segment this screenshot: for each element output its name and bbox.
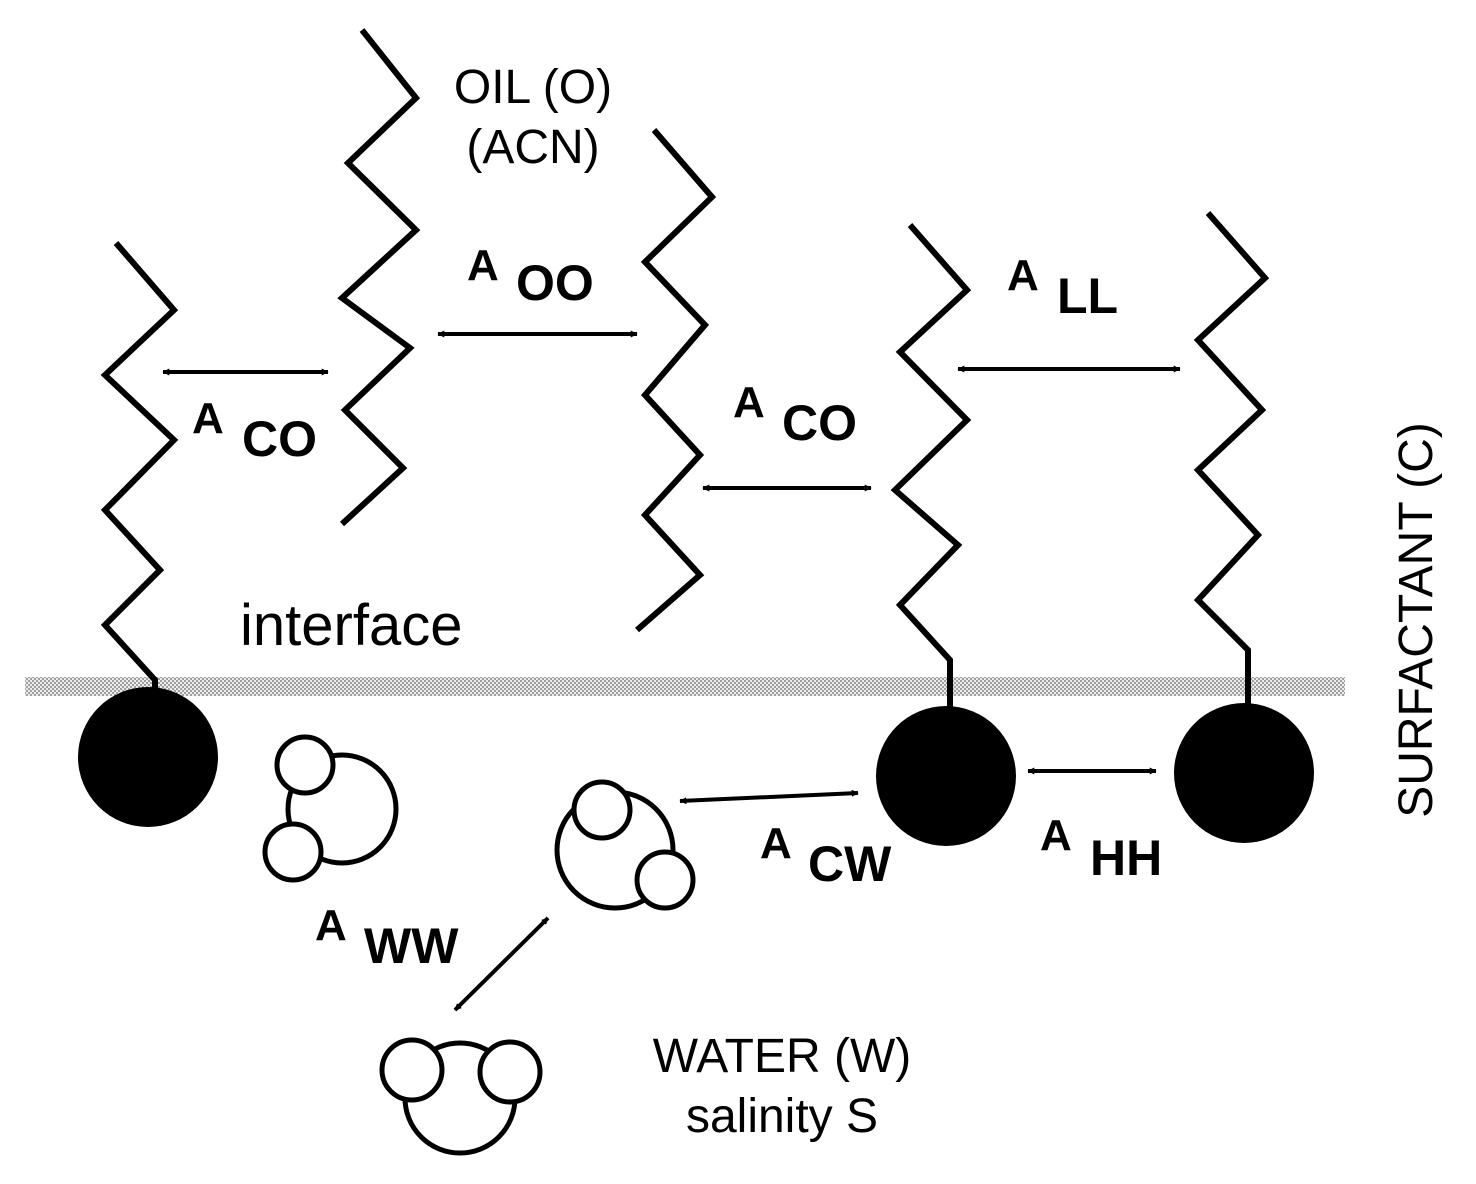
surfactant-head-1: [78, 687, 218, 827]
interface-label: interface: [240, 593, 462, 658]
svg-text:A: A: [467, 241, 499, 290]
oil-chain-right: [635, 128, 717, 633]
svg-text:HH: HH: [1090, 830, 1162, 886]
water-molecule-1: [262, 734, 399, 883]
svg-text:A: A: [1007, 251, 1039, 300]
arrow-aww: [453, 916, 550, 1012]
water-molecule-2: [554, 779, 696, 911]
interface-band: [25, 677, 1345, 696]
label-aco-right: A CO: [733, 378, 857, 451]
svg-text:CW: CW: [808, 836, 892, 892]
oil-chain-left: [337, 28, 421, 527]
salinity-label: salinity S: [686, 1090, 878, 1143]
surfactant-tail-1: [100, 241, 179, 692]
svg-text:CO: CO: [782, 395, 857, 451]
surfactant-head-2: [876, 706, 1016, 846]
water-label: WATER (W): [653, 1030, 912, 1083]
svg-text:CO: CO: [242, 411, 317, 467]
svg-text:WW: WW: [364, 918, 459, 974]
label-aww: A WW: [315, 901, 459, 974]
oil-acn-label: (ACN): [466, 121, 599, 174]
svg-text:A: A: [192, 394, 224, 443]
label-ahh: A HH: [1040, 811, 1162, 886]
oil-label: OIL (O): [454, 61, 612, 114]
label-all: A LL: [1007, 251, 1118, 324]
label-aco-left: A CO: [192, 394, 317, 467]
svg-text:A: A: [760, 819, 792, 868]
surfactant-label: SURFACTANT (C): [1390, 422, 1443, 818]
water-molecule-3: [379, 1037, 543, 1156]
surfactant-tail-2: [890, 223, 972, 712]
svg-text:A: A: [1040, 811, 1072, 860]
svg-text:LL: LL: [1057, 268, 1118, 324]
label-aoo: A OO: [467, 241, 594, 311]
surfactant-head-3: [1174, 703, 1314, 843]
svg-text:OO: OO: [516, 255, 594, 311]
svg-text:A: A: [733, 378, 765, 427]
surfactant-tail-3: [1193, 211, 1270, 708]
svg-text:A: A: [315, 901, 347, 950]
label-acw: A CW: [760, 819, 892, 892]
arrow-acw: [679, 789, 859, 805]
